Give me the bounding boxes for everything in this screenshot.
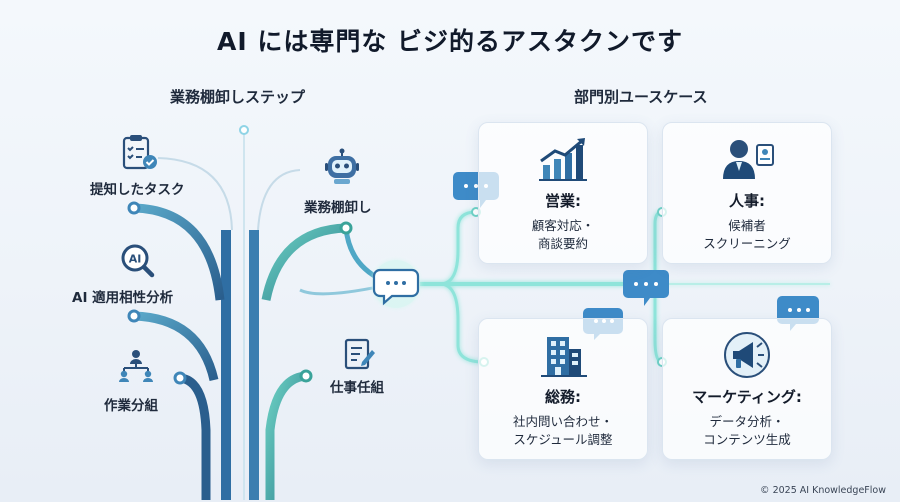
right-section-heading: 部門別ユースケース xyxy=(574,88,708,106)
megaphone-icon xyxy=(724,332,770,378)
use-case-card-sales: 営業: 顧客対応・ 商談要約 xyxy=(478,122,648,264)
branch-left-1 xyxy=(133,203,225,301)
node-right-1 xyxy=(339,221,353,235)
card-description: コンテンツ生成 xyxy=(703,432,791,447)
growth-chart-icon xyxy=(539,138,587,181)
chat-bubble-icon xyxy=(623,270,669,306)
card-description: データ分析・ xyxy=(709,414,785,429)
card-description: スクリーニング xyxy=(703,236,791,251)
use-case-card-marketing: マーケティング: データ分析・ コンテンツ生成 xyxy=(662,318,832,460)
branch-left-3 xyxy=(179,373,211,500)
card-description: 候補者 xyxy=(728,218,766,233)
left-section-heading: 業務棚卸しステップ xyxy=(170,88,306,106)
card-description: 商談要約 xyxy=(537,236,588,251)
robot-icon xyxy=(325,148,359,184)
left-item-label: 提知したタスク xyxy=(90,182,185,198)
node-left-2 xyxy=(127,309,141,323)
branch-right-2 xyxy=(265,371,307,500)
node-left-3 xyxy=(173,371,187,385)
thin-line-left xyxy=(157,157,233,231)
node-right-2 xyxy=(299,369,313,383)
copyright-text: © 2025 AI KnowledgeFlow xyxy=(760,485,886,496)
card-description: スケジュール調整 xyxy=(513,432,613,447)
building-icon xyxy=(541,337,587,377)
org-chart-icon xyxy=(119,350,153,382)
left-item-label: 作業分組 xyxy=(104,398,158,414)
clipboard-check-icon xyxy=(122,135,157,170)
card-description: 社内問い合わせ・ xyxy=(512,414,613,429)
left-item-label: AI 適用相性分析 xyxy=(72,290,174,306)
document-pen-icon xyxy=(344,338,375,370)
card-title: マーケティング: xyxy=(692,388,802,406)
card-title: 人事: xyxy=(729,192,765,210)
branch-left-2 xyxy=(133,311,219,382)
page-title: AI には専門な ビジ的るアスタクンです xyxy=(216,27,684,56)
hub-chat-bubble-icon xyxy=(372,260,420,308)
ai-magnifier-icon: AI xyxy=(121,244,155,278)
card-title: 営業: xyxy=(545,192,581,210)
card-description: 顧客対応・ xyxy=(531,218,595,233)
branch-right-1 xyxy=(261,223,347,301)
node-left-1 xyxy=(127,201,141,215)
left-item-label: 業務棚卸し xyxy=(304,200,372,216)
node-top xyxy=(239,125,249,135)
use-case-card-general-affairs: 総務: 社内問い合わせ・ スケジュール調整 xyxy=(478,318,648,460)
card-title: 総務: xyxy=(545,388,581,406)
thin-line-right xyxy=(257,169,301,231)
use-case-card-hr: 人事: 候補者 スクリーニング xyxy=(662,122,832,264)
ai-badge-text: AI xyxy=(129,253,142,266)
person-id-icon xyxy=(723,140,774,179)
left-item-label: 仕事任組 xyxy=(330,380,384,396)
